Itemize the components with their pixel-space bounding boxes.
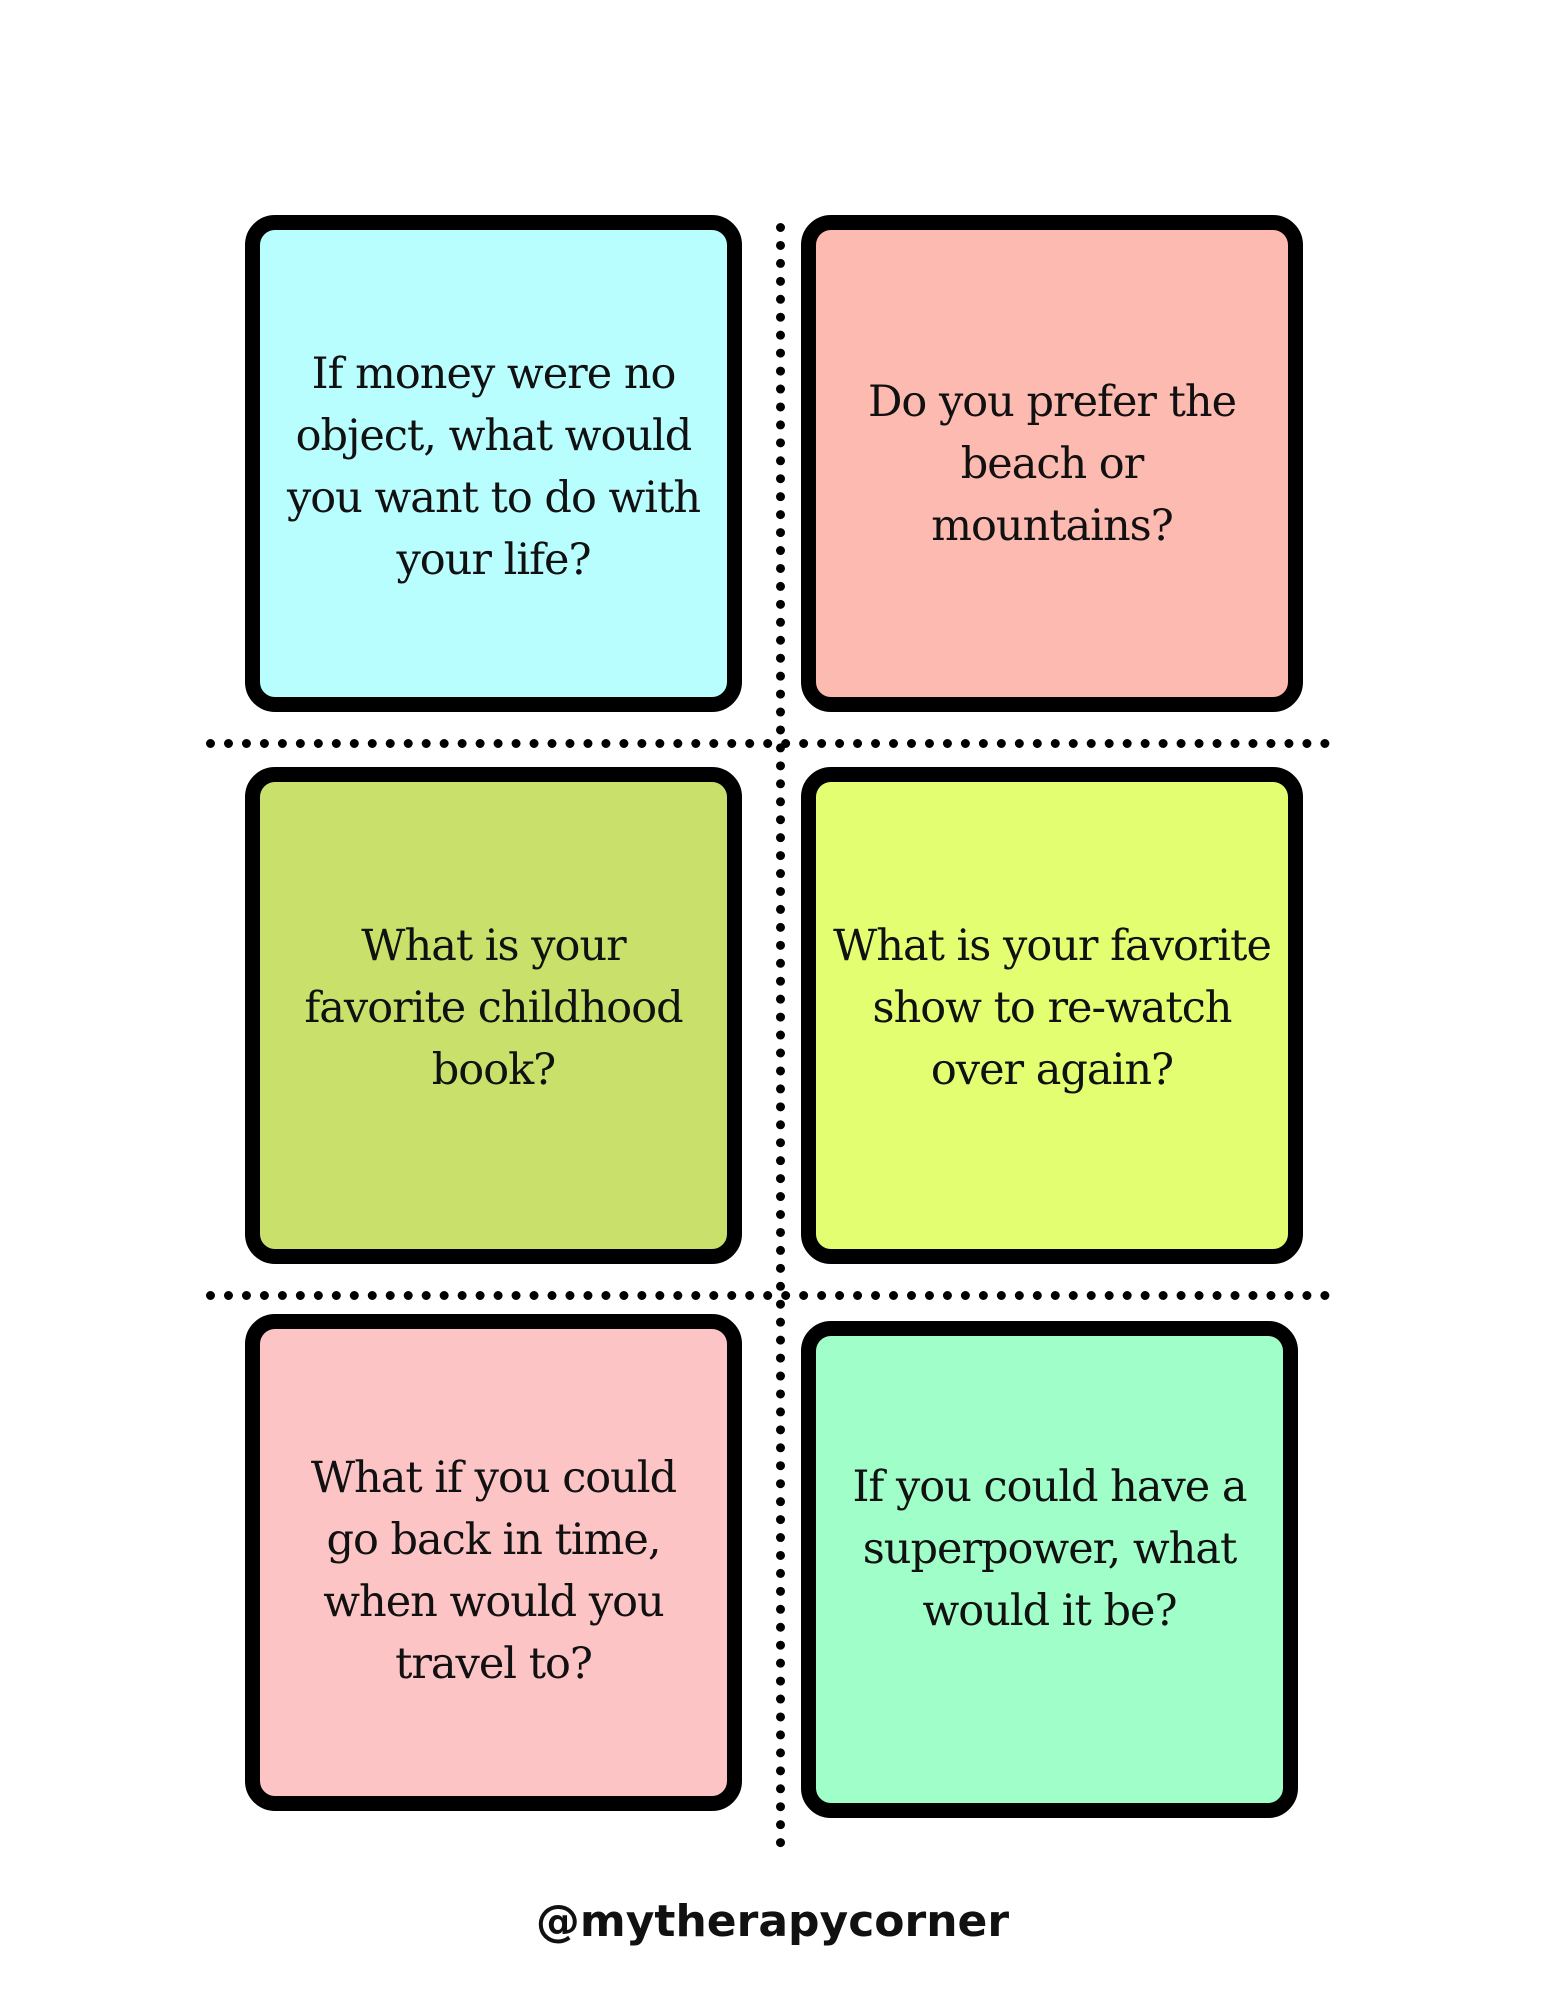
question-text: What is your favorite childhood book?	[304, 921, 683, 1095]
question-card-1: If money were no object, what would you …	[245, 215, 742, 712]
question-text: If money were no object, what would you …	[286, 349, 701, 585]
question-card-2: Do you prefer the beach or mountains?	[801, 215, 1303, 712]
question-text: If you could have a superpower, what wou…	[852, 1462, 1247, 1636]
question-card-4: What is your favorite show to re-watch o…	[801, 767, 1303, 1264]
question-card-6: If you could have a superpower, what wou…	[801, 1321, 1298, 1818]
question-card-3: What is your favorite childhood book?	[245, 767, 742, 1264]
question-text: Do you prefer the beach or mountains?	[867, 377, 1237, 551]
vertical-cut-line	[776, 223, 785, 1848]
question-text: What is your favorite show to re-watch o…	[833, 921, 1272, 1095]
social-handle: @mytherapycorner	[535, 1896, 1010, 1947]
question-text: What if you could go back in time, when …	[310, 1453, 677, 1689]
horizontal-cut-line-top	[206, 739, 1330, 748]
horizontal-cut-line-bottom	[206, 1291, 1330, 1300]
question-card-5: What if you could go back in time, when …	[245, 1314, 742, 1811]
